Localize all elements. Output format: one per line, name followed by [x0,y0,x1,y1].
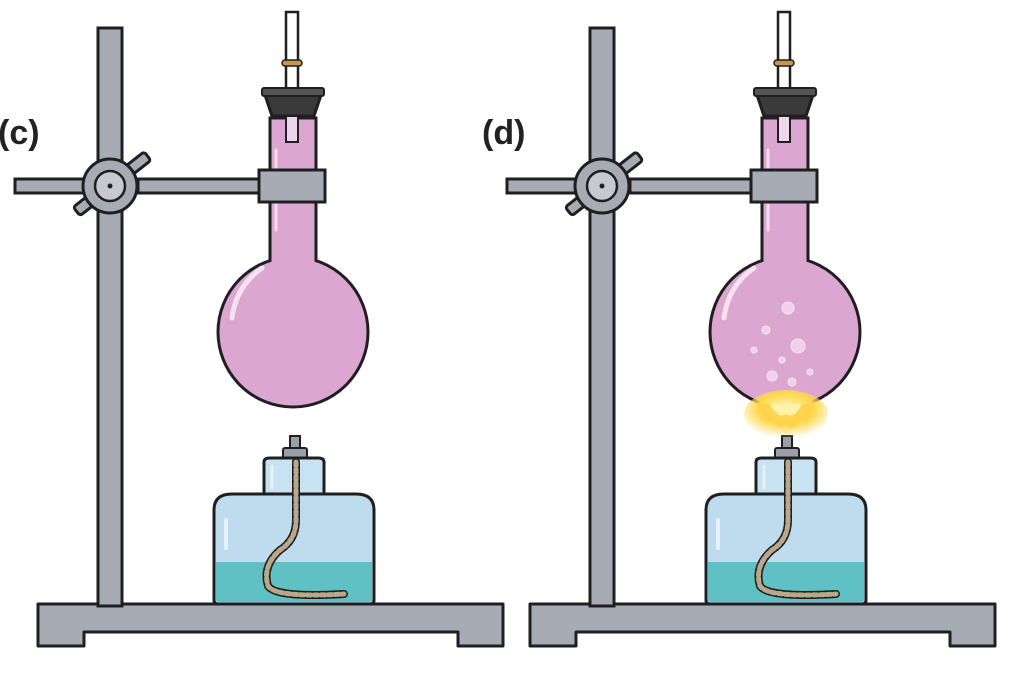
panel-label-c: (c) [0,114,40,152]
panel-label-d: (d) [482,114,525,152]
bubbles [750,301,814,387]
flame-icon [744,390,828,438]
panel-d: (d) [482,12,995,646]
apparatus-c [15,12,503,646]
panel-c: (c) [0,12,503,646]
apparatus-d [507,12,995,646]
